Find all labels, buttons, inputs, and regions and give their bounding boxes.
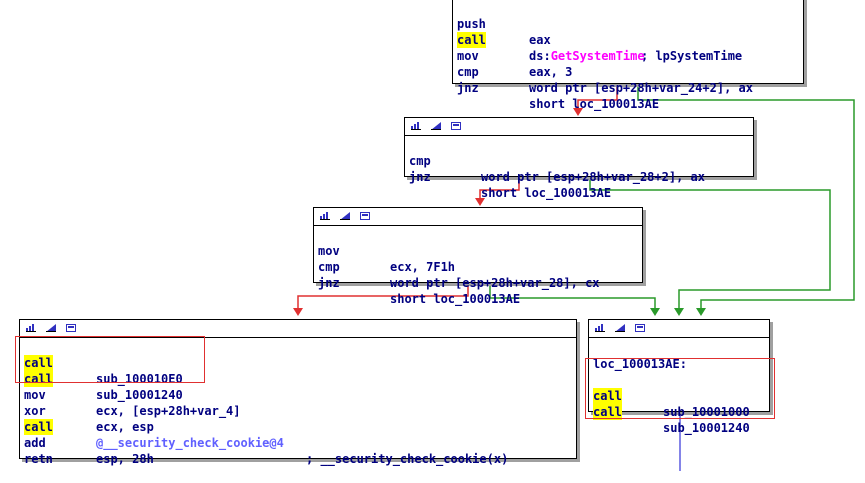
mnemonic: add	[24, 436, 46, 450]
instruction-line: cmp word ptr [esp+28h+var_28+2], ax	[409, 137, 749, 184]
function-link[interactable]: sub_10001240	[96, 388, 183, 402]
instruction-line: call sub_10001240	[593, 388, 765, 435]
code-block-left[interactable]: call sub_100010E0 call sub_10001240 mov …	[19, 319, 577, 466]
mnemonic: jnz	[457, 81, 479, 95]
code-block-third[interactable]: mov ecx, 7F1h cmp word ptr [esp+28h+var_…	[313, 207, 643, 306]
code-block-second[interactable]: cmp word ptr [esp+28h+var_28+2], ax jnz …	[404, 117, 754, 200]
color-icon[interactable]	[340, 212, 350, 220]
mnemonic: jnz	[318, 276, 340, 290]
instruction-line: push eax ; lpSystemTime	[457, 0, 799, 63]
function-link[interactable]: sub_10001000	[663, 405, 750, 419]
instruction-line: jnz short loc_100013AE	[457, 64, 799, 111]
instruction-line: call ds:GetSystemTime	[457, 16, 799, 63]
instruction-line: add esp, 28h	[24, 419, 572, 466]
highlight-box-right-calls	[585, 358, 775, 419]
mnemonic: cmp	[409, 154, 431, 168]
call-mnemonic: call	[24, 419, 53, 435]
color-icon[interactable]	[46, 324, 56, 332]
color-icon[interactable]	[431, 122, 441, 130]
comment: ; __security_check_cookie(x)	[306, 452, 509, 466]
edge-top-to-loc	[637, 84, 855, 312]
instruction-line: jnz short loc_100013AE	[409, 153, 749, 200]
api-function-link[interactable]: GetSystemTime	[550, 49, 645, 63]
operand: word ptr [esp+28h+var_28], cx	[390, 276, 600, 290]
operand: ecx, esp	[96, 420, 154, 434]
comment: ; lpSystemTime	[641, 49, 743, 63]
instruction-line: call sub_10001000	[593, 372, 765, 419]
group-nodes-icon[interactable]	[66, 324, 76, 332]
operand: esp, 28h	[96, 452, 154, 466]
instruction-line: mov ecx, 7F1h	[318, 227, 638, 274]
mnemonic: mov	[457, 49, 479, 63]
code-block-top[interactable]: push eax ; lpSystemTime call ds:GetSyste…	[452, 0, 804, 111]
instruction-line: call @__security_check_cookie@4 ; __secu…	[24, 403, 572, 466]
instruction-line: cmp word ptr [esp+28h+var_24+2], ax	[457, 48, 799, 95]
mnemonic: cmp	[318, 260, 340, 274]
edge-arrow	[573, 108, 583, 116]
edge-arrow	[674, 308, 684, 316]
edge-arrow	[696, 308, 706, 316]
mnemonic: mov	[24, 388, 46, 402]
call-mnemonic: call	[593, 404, 622, 420]
call-mnemonic: call	[24, 355, 53, 371]
edge-third-to-left	[297, 282, 469, 312]
graph-view-icon[interactable]	[320, 212, 330, 220]
block-header	[20, 320, 576, 338]
mnemonic: xor	[24, 404, 46, 418]
jump-target-link[interactable]: short loc_100013AE	[481, 186, 612, 200]
mnemonic: push	[457, 17, 486, 31]
operand: eax	[529, 33, 551, 47]
location-label: loc_100013AE:	[593, 357, 687, 371]
highlight-box-left-calls	[15, 336, 205, 383]
block-header	[314, 208, 642, 226]
mnemonic: mov	[318, 244, 340, 258]
edge-arrow	[650, 308, 660, 316]
operand: ecx, [esp+28h+var_4]	[96, 404, 241, 418]
function-link[interactable]: sub_10001240	[663, 421, 750, 435]
segment-prefix: ds:	[529, 49, 551, 63]
graph-view-icon[interactable]	[411, 122, 421, 130]
block-header	[405, 118, 753, 136]
instruction-line: xor ecx, esp	[24, 387, 572, 434]
function-link[interactable]: @__security_check_cookie@4	[96, 436, 284, 450]
edge-third-to-loc	[489, 282, 656, 312]
group-nodes-icon[interactable]	[451, 122, 461, 130]
color-icon[interactable]	[615, 324, 625, 332]
call-mnemonic: call	[593, 388, 622, 404]
code-block-loc-100013AE[interactable]: loc_100013AE: call sub_10001000 call sub…	[588, 319, 770, 435]
group-nodes-icon[interactable]	[360, 212, 370, 220]
instruction-line: jnz short loc_100013AE	[318, 259, 638, 306]
call-mnemonic: call	[457, 32, 486, 48]
instruction-line: mov eax, 3	[457, 32, 799, 79]
instruction-line: retn	[24, 435, 572, 466]
edge-second-to-loc	[589, 177, 831, 312]
operand: eax, 3	[529, 65, 573, 79]
group-nodes-icon[interactable]	[635, 324, 645, 332]
edge-top-to-second	[577, 84, 618, 112]
operand: word ptr [esp+28h+var_28+2], ax	[481, 170, 705, 184]
jump-target-link[interactable]: short loc_100013AE	[529, 97, 660, 111]
instruction-line: mov ecx, [esp+28h+var_4]	[24, 371, 572, 418]
graph-edges	[293, 84, 855, 471]
instruction-line: cmp word ptr [esp+28h+var_28], cx	[318, 243, 638, 290]
operand: word ptr [esp+28h+var_24+2], ax	[529, 81, 753, 95]
edge-arrow	[293, 308, 303, 316]
graph-view-icon[interactable]	[595, 324, 605, 332]
instruction-line: call sub_10001240	[24, 355, 572, 402]
mnemonic: cmp	[457, 65, 479, 79]
graph-view-icon[interactable]	[26, 324, 36, 332]
operand: ecx, 7F1h	[390, 260, 456, 274]
edge-arrow	[475, 198, 485, 206]
edge-second-to-third	[479, 177, 520, 202]
block-header	[589, 320, 769, 338]
mnemonic: retn	[24, 452, 53, 466]
mnemonic: jnz	[409, 170, 431, 184]
jump-target-link[interactable]: short loc_100013AE	[390, 292, 521, 306]
